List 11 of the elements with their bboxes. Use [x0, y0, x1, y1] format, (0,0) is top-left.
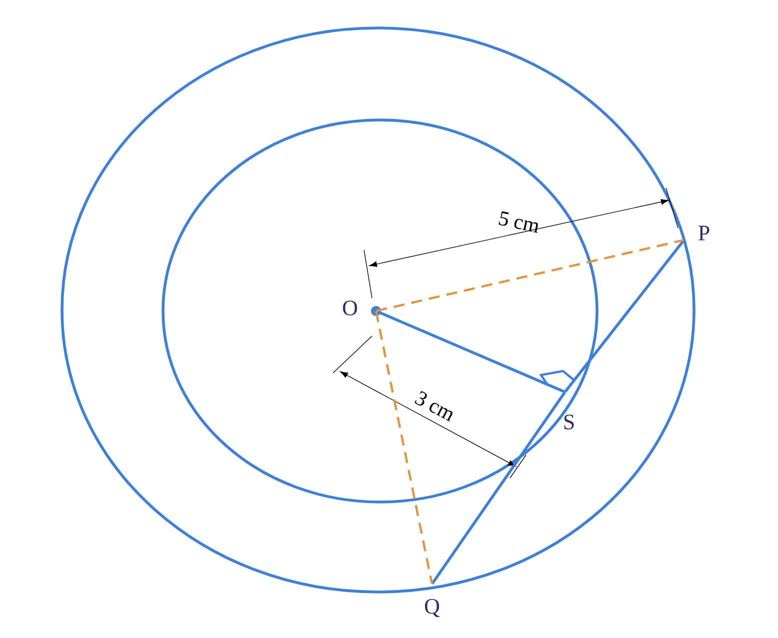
point-label: Q: [424, 598, 440, 618]
point-label: O: [342, 300, 358, 316]
line-segment: [374, 310, 434, 584]
line-segment: [376, 310, 566, 394]
line-segment: [376, 238, 684, 312]
line-segment: [564, 239, 685, 393]
point-label: P: [698, 226, 710, 240]
dimension-label: 5 cm: [498, 211, 538, 233]
dimension-label: 3 cm: [414, 391, 452, 422]
line-segment: [431, 391, 566, 585]
point-label: S: [564, 414, 574, 430]
